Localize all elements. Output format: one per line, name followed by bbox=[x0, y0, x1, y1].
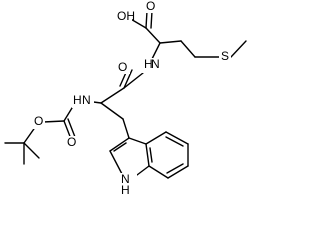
bond-c7-c7a bbox=[148, 165, 169, 179]
bond-n-amide-c bbox=[123, 72, 144, 89]
bond-c4-c5-inner bbox=[165, 136, 184, 147]
bond-c-o-double-b bbox=[150, 10, 153, 29]
indole-n-label: N bbox=[121, 172, 130, 186]
bond-c4-c5 bbox=[165, 131, 189, 145]
bond-s-ch3 bbox=[230, 40, 247, 58]
sulfur-label: S bbox=[221, 49, 229, 63]
atom-labels: OH O S O H N H N O O N H bbox=[32, 0, 231, 197]
label-bg-sulfur bbox=[219, 50, 231, 64]
bond-c3-c2-inner bbox=[113, 142, 127, 152]
amide-h-label: H bbox=[144, 57, 153, 71]
bond-c7a-c3a-inner bbox=[149, 147, 153, 163]
molecule-structure-diagram: OH O S O H N H N O O N H bbox=[4, 0, 247, 198]
label-bg-indole-nh bbox=[117, 173, 137, 193]
bond-tbu-me3 bbox=[23, 142, 40, 159]
carbamate-carbonyl-o-label: O bbox=[67, 135, 76, 149]
bond-n-carbamate-c bbox=[63, 107, 73, 122]
label-bg-amide-o bbox=[117, 61, 130, 74]
carboxylic-oh-label: OH bbox=[117, 9, 135, 23]
carbamate-h-label: H bbox=[73, 93, 82, 107]
bond-c3-c2 bbox=[109, 137, 130, 152]
bond-carbamate-c-o bbox=[42, 120, 65, 123]
molecule-svg: OH O S O H N H N O O N H bbox=[4, 0, 247, 197]
label-bg-oh bbox=[114, 10, 132, 24]
amide-o-label: O bbox=[118, 60, 127, 74]
bond-c3a-c3 bbox=[128, 137, 147, 145]
carboxylic-o-label: O bbox=[146, 0, 155, 13]
carbamate-n-label: N bbox=[82, 93, 91, 107]
bond-cb-indole-c3 bbox=[122, 118, 130, 139]
bond-c7a-c3a bbox=[145, 143, 150, 167]
bond-c6-c7-inner bbox=[166, 163, 184, 174]
bond-amide-c-o-a bbox=[123, 69, 133, 89]
bond-c2-n1 bbox=[109, 150, 123, 175]
label-bg-carbamate-carbonyl-o bbox=[66, 136, 79, 149]
bond-carbamate-c-o-b bbox=[67, 118, 76, 138]
bond-c3a-c4 bbox=[145, 131, 167, 145]
indole-h-label: H bbox=[121, 183, 130, 197]
label-bg-carbamate-nh bbox=[72, 94, 94, 108]
carbamate-o-label: O bbox=[34, 114, 43, 128]
bond-c-o-double-a bbox=[145, 10, 148, 29]
bond-c6-c7 bbox=[167, 165, 189, 179]
bond-amide-c-trp-alpha bbox=[100, 87, 125, 104]
label-bg-carboxylic-o bbox=[145, 0, 157, 13]
amide-n-label: N bbox=[151, 57, 160, 71]
bond-lines bbox=[4, 10, 247, 179]
bond-cb-cg bbox=[180, 40, 196, 58]
bond-alpha-cb bbox=[159, 40, 182, 44]
bond-trp-alpha-cb bbox=[100, 102, 124, 120]
bond-c-alpha bbox=[145, 27, 161, 44]
label-bg-amide-nh bbox=[142, 58, 164, 73]
label-bg-carbamate-o bbox=[32, 116, 45, 129]
